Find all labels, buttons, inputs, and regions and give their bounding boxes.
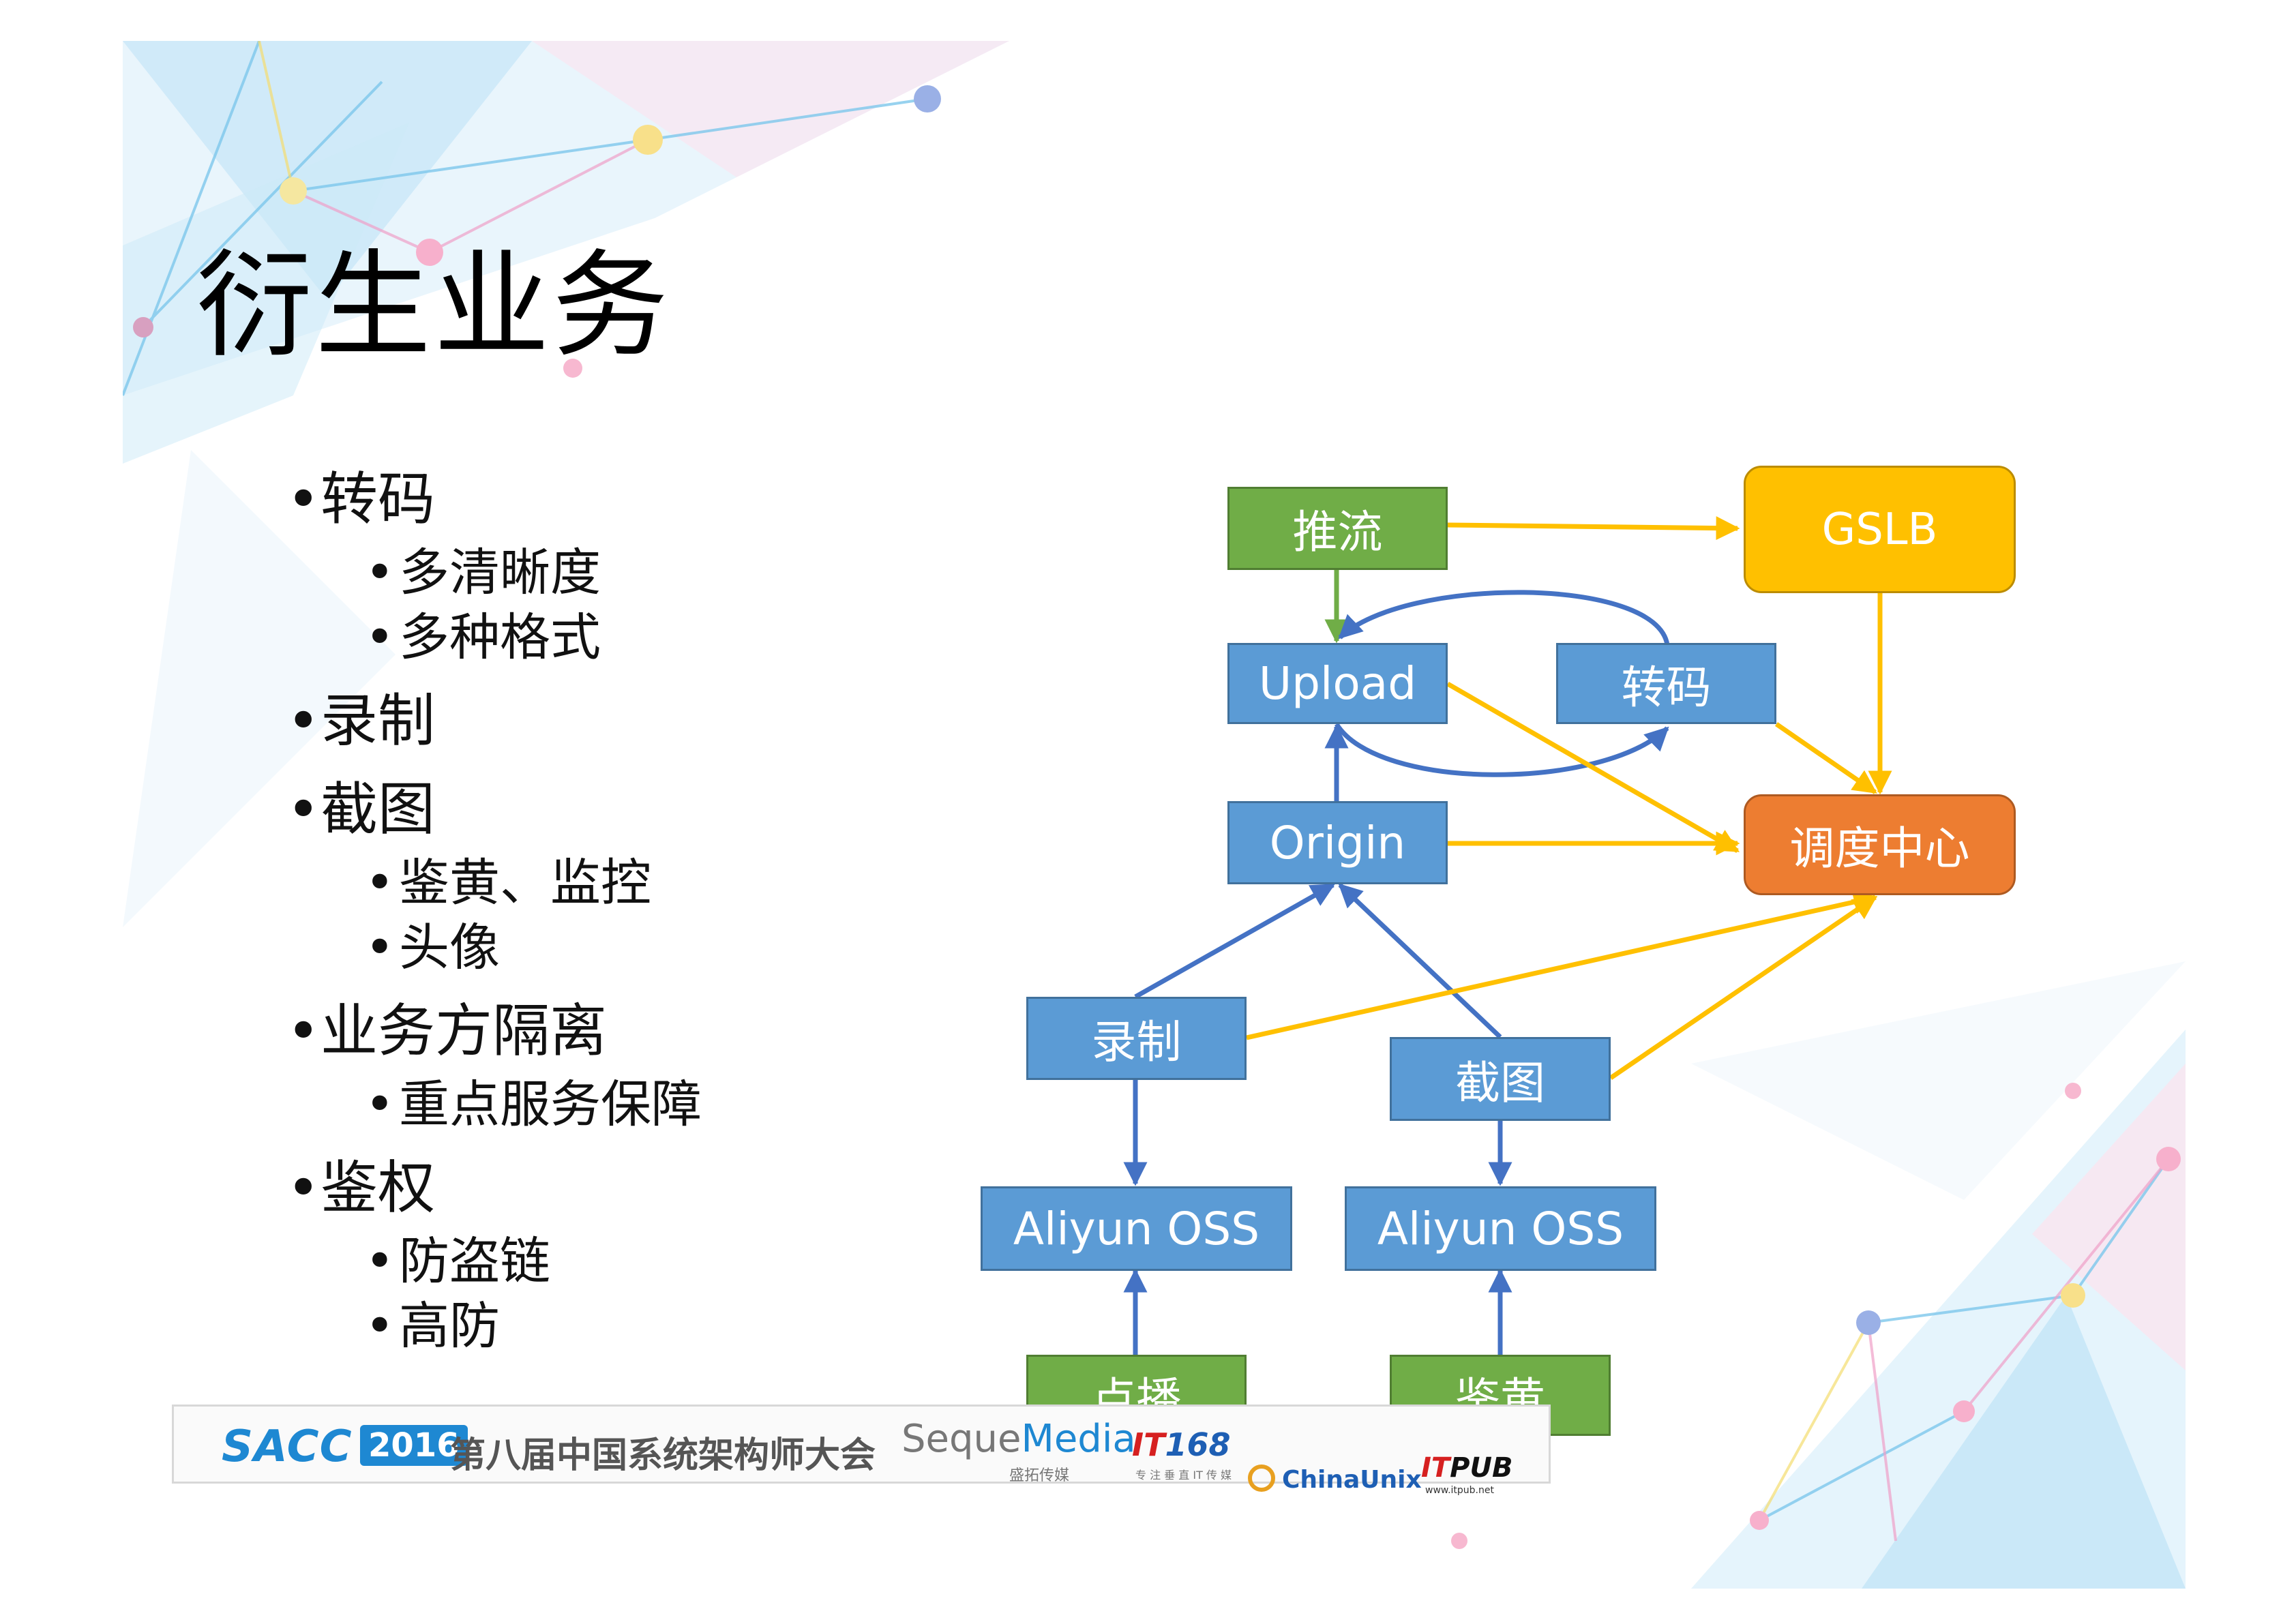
node-oss2: Aliyun OSS bbox=[1345, 1186, 1656, 1271]
bullet-text: 业务方隔离 bbox=[320, 997, 608, 1064]
node-origin: Origin bbox=[1227, 801, 1448, 884]
bullet-dot: • bbox=[286, 997, 320, 1064]
bullet-transcode: •转码 bbox=[286, 453, 435, 536]
bullet-dot: • bbox=[286, 687, 320, 754]
edge-jietu-origin bbox=[1338, 883, 1502, 1039]
bullet-dot: • bbox=[365, 1232, 395, 1291]
itpub-it: IT bbox=[1421, 1452, 1450, 1484]
bullet-text: 鉴黄、监控 bbox=[399, 854, 651, 912]
media-text: Media bbox=[1021, 1417, 1136, 1461]
edge-upload-diaodu bbox=[1446, 681, 1740, 854]
background-decoration bbox=[123, 41, 2186, 1589]
bullet-dot: • bbox=[286, 1154, 320, 1221]
bullet-dot: • bbox=[365, 918, 395, 977]
sub-bullet-formats: •多种格式 bbox=[365, 597, 601, 670]
bullet-text: 鉴权 bbox=[320, 1154, 436, 1221]
bullet-text: 防盗链 bbox=[399, 1232, 550, 1291]
bullet-dot: • bbox=[365, 1075, 395, 1134]
node-diaodu: 调度中心 bbox=[1744, 794, 2016, 895]
node-gslb: GSLB bbox=[1744, 466, 2016, 593]
itpub-subtitle: www.itpub.net bbox=[1425, 1485, 1494, 1496]
it168-logo: IT168 bbox=[1132, 1426, 1231, 1463]
bullet-text: 多种格式 bbox=[399, 608, 601, 667]
slide-title: 衍生业务 bbox=[196, 239, 672, 374]
node-upload: Upload bbox=[1227, 643, 1448, 724]
sub-bullet-ddos: •高防 bbox=[365, 1285, 500, 1358]
node-oss1: Aliyun OSS bbox=[981, 1186, 1292, 1271]
sub-bullet-moderation: •鉴黄、监控 bbox=[365, 842, 651, 915]
itpub-pub: PUB bbox=[1450, 1452, 1513, 1484]
it168-num: 168 bbox=[1165, 1426, 1231, 1463]
seque-subtitle: 盛拓传媒 bbox=[1009, 1467, 1070, 1484]
bullet-dot: • bbox=[286, 776, 320, 843]
edge-zhuanma-upload bbox=[1338, 590, 1670, 646]
edge-tuiliu-gslb bbox=[1447, 516, 1740, 541]
edge-zhuanma-diaodu bbox=[1775, 722, 1877, 794]
sub-bullet-hotlink: •防盗链 bbox=[365, 1220, 550, 1293]
edge-upload-zhuanma bbox=[1335, 723, 1669, 777]
year-badge: 2016 bbox=[360, 1425, 468, 1466]
bullet-text: 多清晰度 bbox=[399, 543, 601, 602]
bullet-dot: • bbox=[365, 543, 395, 602]
edge-luzhi-origin bbox=[1134, 882, 1336, 1000]
bullet-dot: • bbox=[286, 466, 320, 532]
node-tuiliu: 推流 bbox=[1227, 487, 1448, 570]
bullet-dot: • bbox=[365, 854, 395, 912]
bullet-text: 高防 bbox=[399, 1297, 500, 1355]
bullet-dot: • bbox=[365, 608, 395, 667]
bullet-text: 截图 bbox=[320, 776, 436, 843]
it168-it: IT bbox=[1132, 1426, 1165, 1463]
sub-bullet-resolutions: •多清晰度 bbox=[365, 532, 601, 605]
chinaunix-icon bbox=[1248, 1465, 1275, 1492]
node-luzhi: 录制 bbox=[1026, 997, 1247, 1080]
bullet-text: 头像 bbox=[399, 918, 500, 977]
edge-luzhi-diaodu bbox=[1246, 890, 1878, 1040]
node-jietu: 截图 bbox=[1390, 1037, 1611, 1121]
chinaunix-logo: ChinaUnix bbox=[1282, 1466, 1422, 1494]
node-zhuanma: 转码 bbox=[1556, 643, 1776, 724]
bullet-dot: • bbox=[365, 1297, 395, 1355]
sub-bullet-priority: •重点服务保障 bbox=[365, 1064, 702, 1137]
bullet-text: 重点服务保障 bbox=[399, 1075, 702, 1134]
bullet-screenshot: •截图 bbox=[286, 764, 435, 846]
sub-bullet-avatar: •头像 bbox=[365, 907, 500, 980]
conference-name: 第八届中国系统架构师大会 bbox=[450, 1435, 876, 1476]
seque-media-logo: SequeMedia bbox=[901, 1417, 1136, 1461]
bullet-isolation: •业务方隔离 bbox=[286, 985, 607, 1068]
seque-text: Seque bbox=[901, 1417, 1022, 1461]
edge-jietu-diaodu bbox=[1609, 895, 1877, 1080]
bullet-text: 转码 bbox=[320, 466, 436, 532]
sacc-logo: SACC bbox=[222, 1422, 353, 1472]
it168-subtitle: 专 注 垂 直 IT 传 媒 bbox=[1135, 1469, 1232, 1482]
bullet-text: 录制 bbox=[320, 687, 436, 754]
itpub-logo: ITPUB bbox=[1421, 1452, 1512, 1484]
bullet-record: •录制 bbox=[286, 675, 435, 757]
bullet-auth: •鉴权 bbox=[286, 1142, 435, 1225]
